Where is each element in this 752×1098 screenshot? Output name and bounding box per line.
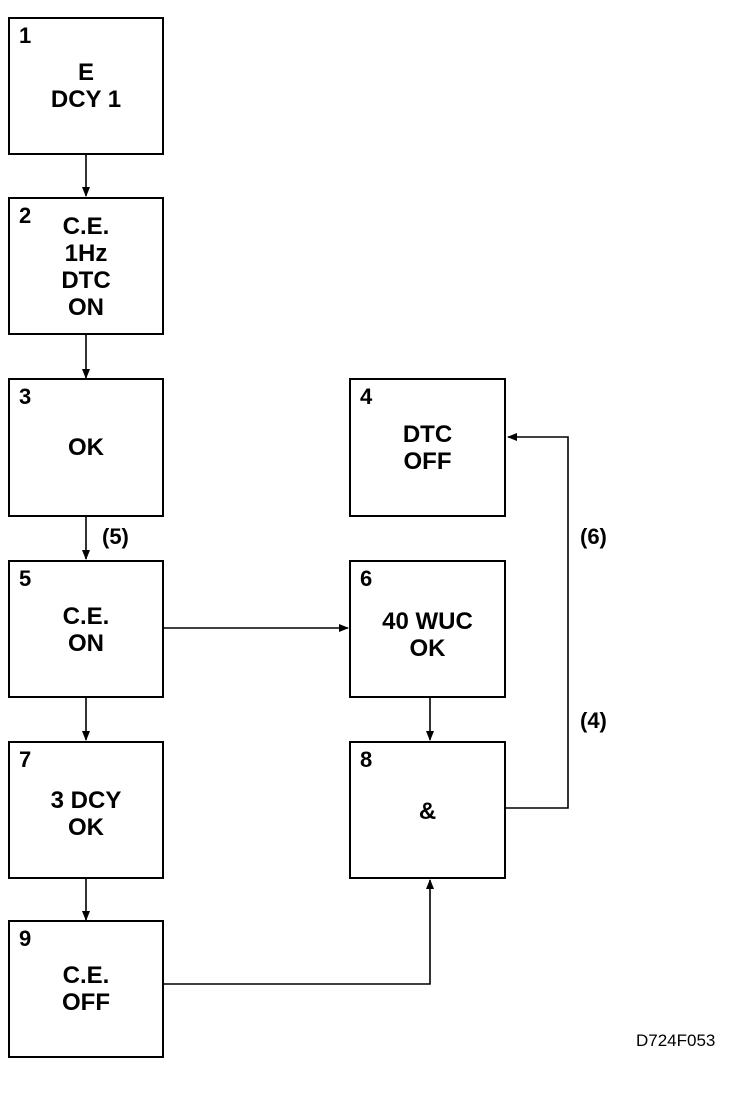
arrow-9-to-8 [164, 879, 434, 985]
box-9-text: C.E. OFF [62, 962, 110, 1016]
box-5-number: 5 [19, 566, 32, 591]
box-8-number: 8 [360, 747, 373, 772]
box-5-text: C.E. ON [62, 603, 110, 657]
box-7-number: 7 [19, 747, 32, 772]
box-1-text: E DCY 1 [50, 59, 122, 113]
box-9-number: 9 [19, 926, 32, 951]
box-4-text: DTC OFF [402, 421, 453, 475]
box-6-number: 6 [360, 566, 373, 591]
box-9: 9 C.E. OFF [8, 920, 164, 1058]
edge-label-5: (5) [102, 524, 129, 549]
figure-id: D724F053 [636, 1031, 716, 1050]
box-3-number: 3 [19, 384, 32, 409]
box-2-text: C.E. 1Hz DTC ON [61, 213, 111, 321]
box-2: 2 C.E. 1Hz DTC ON [8, 197, 164, 335]
box-6-text: 40 WUC OK [382, 608, 473, 662]
edge-label-6: (6) [580, 524, 607, 549]
box-4-number: 4 [360, 384, 373, 409]
arrow-8-to-4 [506, 433, 569, 809]
box-3-text: OK [68, 434, 104, 461]
box-5: 5 C.E. ON [8, 560, 164, 698]
box-8: 8 & [349, 741, 506, 879]
box-1: 1 E DCY 1 [8, 17, 164, 155]
box-4: 4 DTC OFF [349, 378, 506, 517]
box-2-number: 2 [19, 203, 32, 228]
edge-label-4: (4) [580, 708, 607, 733]
box-8-text: & [418, 798, 437, 825]
box-7-text: 3 DCY OK [50, 787, 122, 841]
box-6: 6 40 WUC OK [349, 560, 506, 698]
box-3: 3 OK [8, 378, 164, 517]
box-7: 7 3 DCY OK [8, 741, 164, 879]
box-1-number: 1 [19, 23, 32, 48]
